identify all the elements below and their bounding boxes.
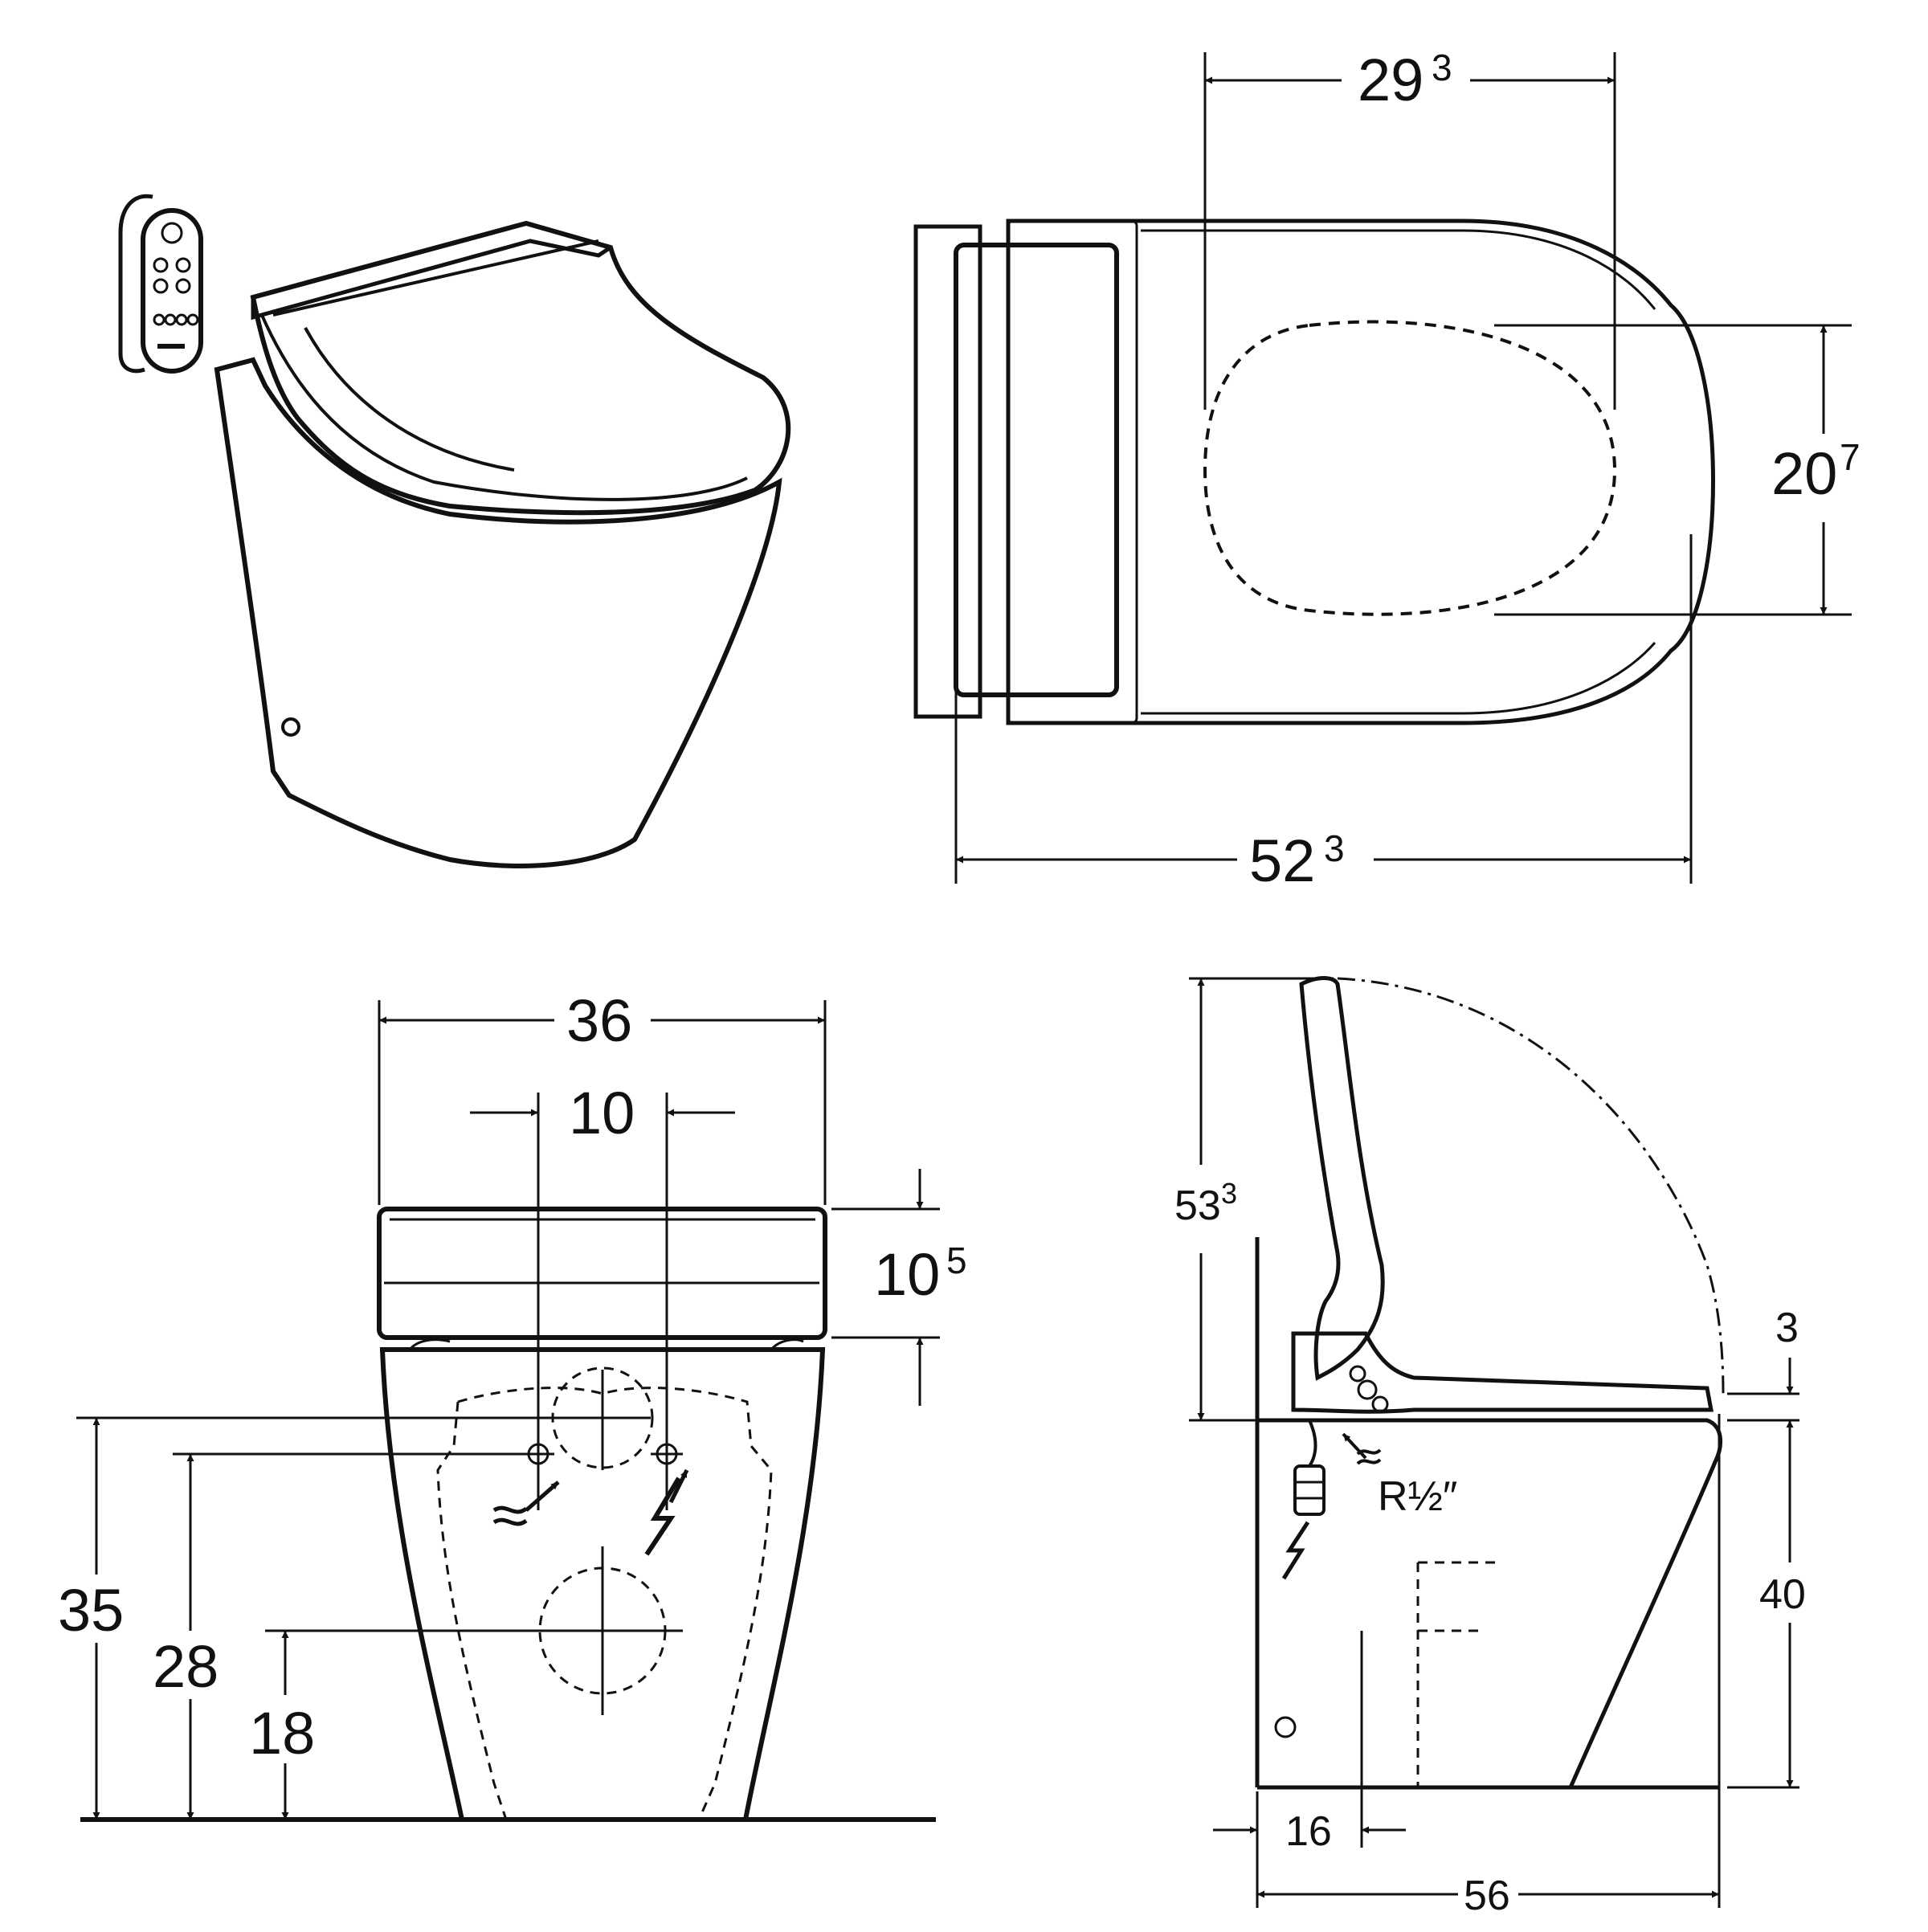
side-view: R½″ 53 3 3 40 16 56 <box>1174 976 1806 1919</box>
front-view: 36 10 10 5 35 28 18 <box>58 987 967 1822</box>
overall-length-dimension: 52 <box>1249 827 1315 894</box>
overall-length-superscript: 3 <box>1324 827 1345 869</box>
open-height-dimension: 53 <box>1174 1182 1221 1229</box>
perspective-view <box>118 194 791 868</box>
remote-control <box>118 194 203 374</box>
height-28-dimension: 28 <box>153 1633 219 1700</box>
top-width-dimension: 29 <box>1358 47 1424 113</box>
seat-depth-superscript: 7 <box>1840 436 1861 478</box>
height-35-dimension: 35 <box>58 1577 124 1644</box>
projection-dimension: 56 <box>1464 1873 1510 1919</box>
front-width-dimension: 36 <box>566 987 632 1054</box>
open-height-superscript: 3 <box>1221 1177 1237 1210</box>
wall-offset-dimension: 16 <box>1285 1808 1332 1855</box>
bowl-height-dimension: 40 <box>1759 1571 1806 1618</box>
connection-spacing-dimension: 10 <box>569 1080 635 1146</box>
seat-depth-dimension: 20 <box>1771 440 1837 507</box>
top-width-superscript: 3 <box>1432 47 1452 88</box>
lid-height-superscript: 5 <box>946 1240 967 1281</box>
side-water-icon <box>1342 1432 1382 1465</box>
lid-height-dimension: 10 <box>874 1241 940 1308</box>
water-supply-icon <box>492 1481 560 1526</box>
side-electric-icon <box>1281 1521 1310 1580</box>
seat-offset-dimension: 3 <box>1775 1305 1799 1351</box>
water-connection-label: R½″ <box>1378 1473 1457 1520</box>
top-view: 29 3 20 7 52 3 <box>913 47 1861 894</box>
height-18-dimension: 18 <box>249 1700 315 1767</box>
